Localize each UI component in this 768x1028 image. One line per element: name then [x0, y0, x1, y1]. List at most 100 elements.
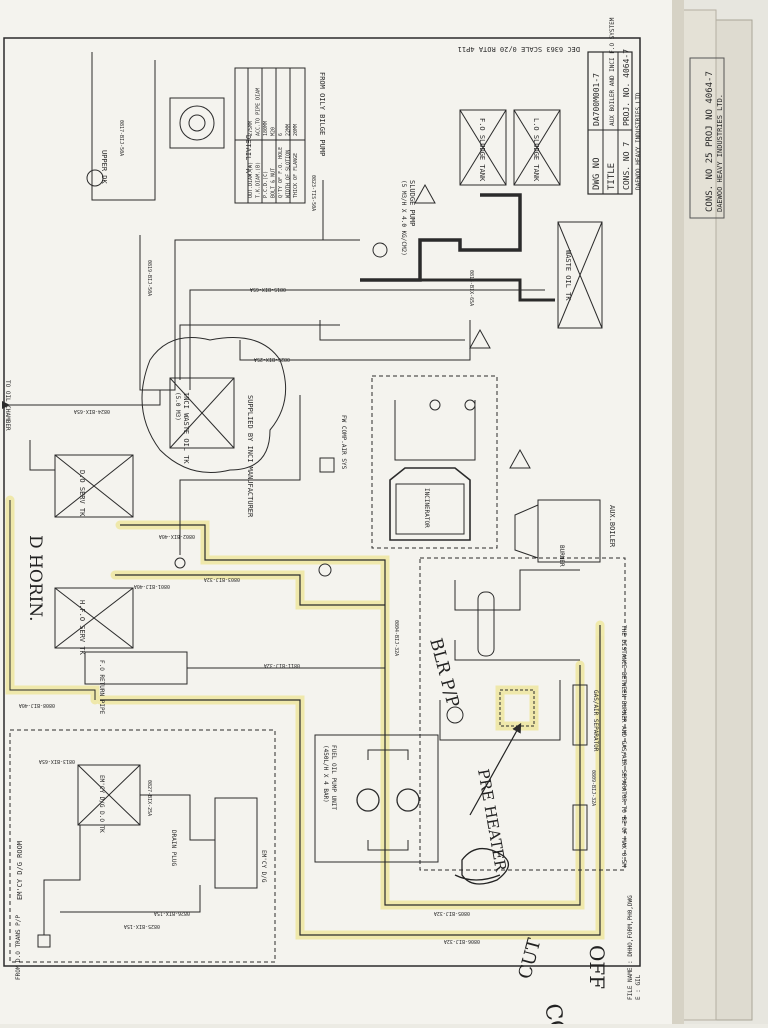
tag-0818: 0818-BIX-65A — [468, 270, 474, 306]
pipe-outer-loop — [100, 625, 601, 936]
tag-0819: 0819-BIJ-50A — [146, 260, 152, 296]
supply-scope-cloud — [141, 337, 287, 473]
tag-0811: 0811-BIJ-32A — [264, 662, 300, 668]
incin-pump-2 — [464, 399, 476, 411]
file-sub: E : GIL — [635, 974, 642, 1000]
emcy-room-label: EM'CY D/G ROOM — [16, 841, 24, 900]
detail-ref-triangle-3 — [469, 328, 491, 349]
aux-boiler — [514, 499, 601, 563]
fo-pump-unit-label: FUEL OIL PUMP UNIT — [330, 745, 337, 810]
handwritten-d-horin: D HORIN. — [25, 535, 45, 622]
pipe-pump-loop — [367, 749, 409, 760]
do-serv-label: D.O SERV TK — [78, 470, 86, 517]
tag-0803: 0803-BIJ-32A — [204, 576, 240, 582]
tag-0826-25: 0826-BIX-25A — [254, 356, 290, 362]
hfo-serv-label: H.F.O SERV TK — [78, 600, 86, 656]
detail-row-value: M20 — [271, 127, 277, 136]
pipe-upper-4 — [319, 320, 465, 341]
title-label: TITLE — [607, 163, 617, 190]
pipe-pump-loop-2 — [367, 840, 409, 851]
blr-pump-icon — [446, 706, 464, 724]
detail-a-flange-icon — [169, 97, 225, 149]
pipe-0827 — [179, 395, 301, 555]
file-name: FILE NAME : DHHO,FORM,PH0,DWG — [627, 895, 634, 1000]
company-name: DAEWOO HEAVY INDUSTRIES LTD — [635, 92, 642, 190]
tag-0801: 0801-BIJ-40A — [134, 583, 170, 589]
pipe-emcy-return — [60, 885, 201, 913]
upper-dk-label: UPPER DK — [100, 150, 108, 185]
pipe-boiler-3 — [439, 680, 561, 741]
tag-0806: 0806-BIJ-32A — [444, 938, 480, 944]
distance-note: THE DISTANCE BETWEEN BURNER AND GAS/AIR … — [620, 625, 627, 867]
fo-pump-2-icon — [396, 788, 420, 812]
pipe-left-rise — [9, 500, 96, 700]
back-company-text: DAEWOO HEAVY INDUSTRIES LTD. — [716, 94, 724, 212]
incin-pump-1 — [429, 399, 441, 411]
fo-pump-1-icon — [356, 788, 380, 812]
from-oily-pump-label: FROM OILY BILGE PUMP — [318, 72, 326, 156]
inci-waste-oil-tank-cap: (5.0 M3) — [174, 392, 181, 421]
pipe-upper-1 — [189, 289, 545, 390]
gas-air-sep-label: GAS/AIR SEPARATOR — [592, 690, 599, 752]
pipe-upper-2 — [179, 324, 340, 380]
dwg-no-value: DA700M001-7 — [592, 73, 601, 126]
burner-label: BURNER — [558, 545, 565, 567]
drain-plug-label: DRAIN PLUG — [170, 830, 177, 867]
fo-return-label: F.O RETURN PIPE — [98, 660, 105, 715]
detail-row-value: 6 — [278, 133, 284, 136]
handwritten-off: OFF — [585, 945, 609, 989]
pipe-oil-chamber — [2, 390, 161, 409]
tag-0808: 0808-BIJ-40A — [19, 702, 55, 708]
detail-row-label: WIDTH OF SLOTION — [286, 150, 292, 198]
pipe-hfo-supply — [115, 574, 385, 606]
detail-row-label: Q'TY OF F.O. HOLE — [278, 147, 284, 198]
waste-oil-tank — [557, 221, 603, 329]
filter-1 — [318, 563, 332, 577]
drawing-border — [3, 37, 641, 967]
sludge-pump-spec: (5 M3/H X 4.0 KG/CM2) — [400, 180, 407, 256]
handwritten-scribble — [454, 848, 509, 885]
from-do-trans-label: FROM D.O TRANS P/P — [15, 915, 22, 980]
detail-row-value: 180MM — [263, 121, 269, 136]
aux-boiler-label: AUX.BOILER — [608, 505, 616, 548]
tag-0805: 0805-BIJ-32A — [434, 910, 470, 916]
back-title-strip — [689, 57, 725, 219]
do-serv-tank — [54, 454, 134, 518]
emcy-dg-room — [9, 729, 276, 963]
tag-0817: 0817-BIJ-50A — [118, 120, 124, 156]
cons-no: CONS. NO 7 — [622, 142, 631, 190]
detail-row-value: 20MM — [293, 124, 299, 136]
tag-0826-15: 0826-BIX-15A — [154, 910, 190, 916]
fo-sludge-tank — [459, 109, 507, 186]
detail-ref-triangle-2 — [414, 183, 436, 204]
upper-dk-line — [91, 52, 156, 201]
pipe-do-supply — [120, 524, 386, 700]
hfo-serv-tank — [54, 587, 134, 649]
tag-0809: 0809-BIJ-32A — [590, 770, 596, 806]
inci-waste-oil-tank — [169, 377, 235, 449]
lo-sludge-tank — [513, 109, 561, 186]
proj-no: PROJ. NO. 4064-7 — [622, 49, 631, 126]
detail-row-label: BOLT & NUT — [271, 168, 277, 198]
tag-0824: 0824-BIX-65A — [74, 408, 110, 414]
tag-0815: 0815-BIX-65A — [250, 286, 286, 292]
back-cons-text: CONS. NO 25 PROJ NO 4064-7 — [705, 71, 715, 212]
detail-row-value: 275MM — [248, 121, 254, 136]
detail-row-value: 22MM — [286, 124, 292, 136]
pipe-incin-top — [394, 400, 476, 461]
fo-pump-unit-spec: (450L/H X 4 BAR) — [322, 745, 329, 803]
detail-a-title: DETAIL "A" — [244, 135, 252, 177]
deaerator-vessel — [477, 591, 495, 657]
emcy-dg-label: EM'CY D/G — [260, 850, 267, 883]
pipe-inner-loop — [384, 665, 581, 906]
fw-comp-box — [319, 457, 335, 473]
pipe-emcy-dg — [140, 794, 215, 841]
pipe-boiler-1 — [454, 569, 580, 611]
tag-0802: 0802-BIX-40A — [159, 533, 195, 539]
detail-row-label: OUT.DIAM.(A) — [248, 162, 254, 198]
dwg-no-label: DWG NO — [592, 157, 602, 190]
lo-sludge-tank-label: L.O SLUDGE TANK — [532, 118, 540, 182]
handwritten-arrow — [469, 722, 522, 816]
